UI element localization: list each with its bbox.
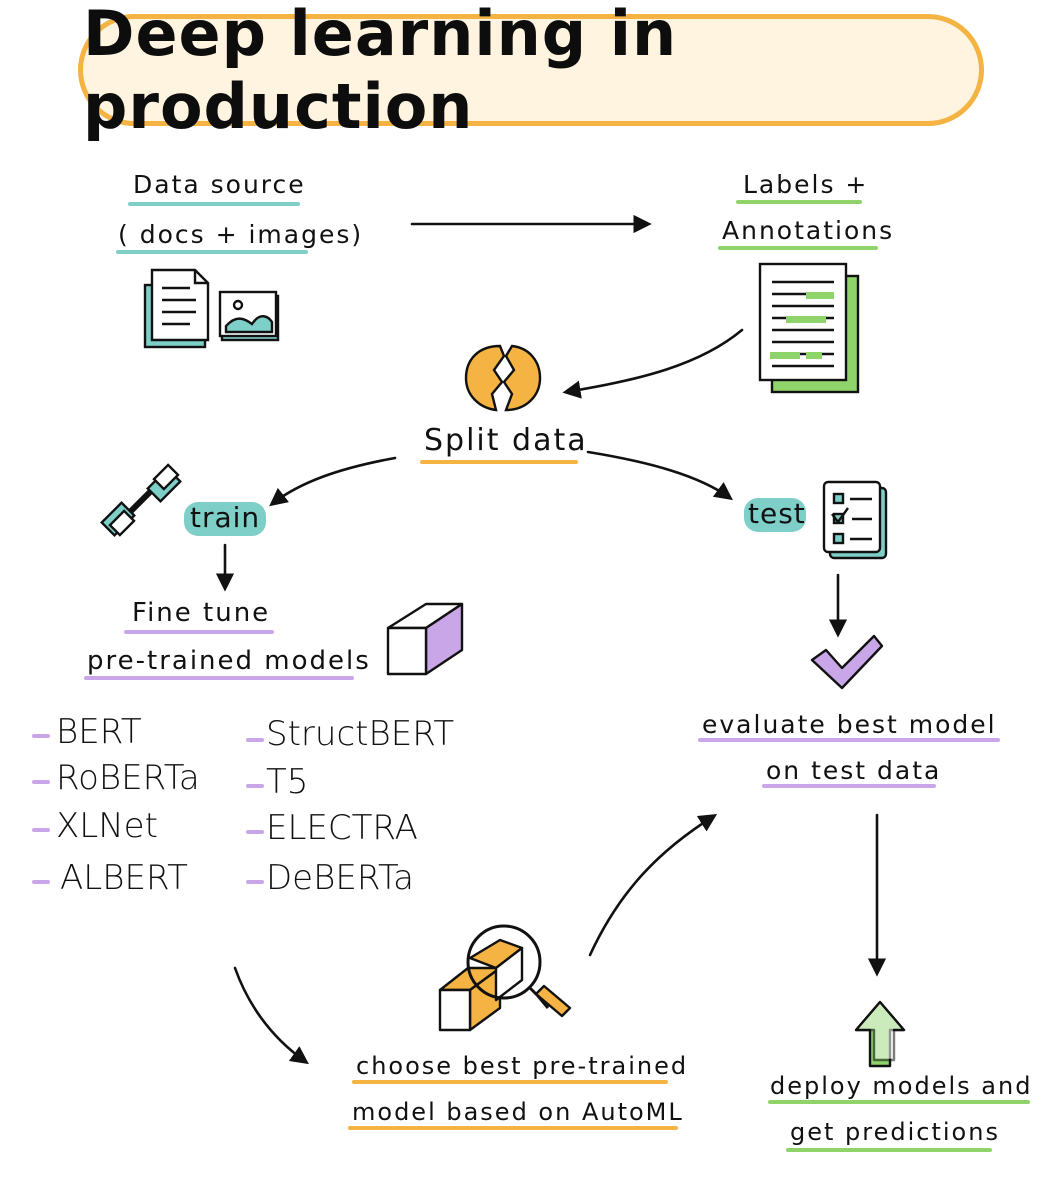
list-item: RoBERTa: [56, 758, 200, 798]
choose-sub-underline: [348, 1126, 678, 1130]
arrow-labels-to-split: [562, 328, 744, 399]
bullet: [246, 784, 264, 788]
bullet: [246, 830, 264, 834]
choose-sub-label: model based on AutoML: [352, 1098, 684, 1126]
arrow-split-to-train: [269, 456, 397, 507]
page-title: Deep learning in production: [83, 0, 678, 143]
arrow-models-to-choose: [233, 966, 309, 1065]
title-banner: Deep learning in production: [78, 0, 984, 143]
labels-underline: [736, 200, 862, 204]
evaluate-sub-label: on test data: [766, 756, 942, 785]
annotations-underline: [718, 246, 878, 250]
fine-tune-underline: [124, 630, 274, 634]
evaluate-label: evaluate best model: [702, 710, 997, 739]
checklist-icon: [822, 480, 888, 560]
deploy-sub-underline: [786, 1148, 992, 1152]
annotated-document-icon: [758, 262, 860, 394]
image-icon: [218, 290, 280, 342]
checkmark-icon: [810, 634, 884, 690]
bullet: [32, 880, 50, 884]
list-item: BERT: [56, 712, 142, 752]
list-item: T5: [266, 762, 309, 802]
pretrained-models-label: pre-trained models: [87, 646, 371, 676]
train-label: train: [190, 501, 261, 534]
data-source-sub-underline: [116, 250, 308, 254]
evaluate-sub-underline: [762, 784, 936, 788]
choose-underline: [352, 1080, 668, 1084]
fine-tune-label: Fine tune: [132, 598, 271, 628]
deploy-sub-label: get predictions: [790, 1118, 1000, 1146]
list-item: XLNet: [56, 806, 158, 846]
bullet: [246, 738, 264, 742]
deploy-label: deploy models and: [770, 1072, 1033, 1100]
list-item: ALBERT: [60, 858, 188, 898]
up-arrow-icon: [854, 1000, 906, 1068]
deploy-underline: [768, 1100, 1030, 1104]
arrow-split-to-test: [586, 450, 733, 501]
train-highlight: [184, 502, 266, 536]
data-source-underline: [128, 202, 300, 206]
bullet: [32, 734, 50, 738]
bullet: [32, 828, 50, 832]
dumbbell-icon: [100, 463, 182, 537]
split-data-underline: [420, 460, 578, 464]
data-source-label: Data source: [133, 170, 306, 199]
split-data-label: Split data: [424, 423, 588, 458]
test-highlight: [744, 498, 806, 532]
arrows: [215, 214, 887, 1065]
list-item: ELECTRA: [266, 808, 418, 848]
data-source-sub-label: ( docs + images): [118, 220, 364, 249]
test-label: test: [748, 497, 806, 530]
bullet: [32, 780, 50, 784]
split-circle-icon: [464, 344, 542, 412]
annotations-label: Annotations: [722, 216, 895, 245]
magnifier-cube-icon: [438, 924, 572, 1032]
document-icon: [143, 268, 210, 349]
arrow-choose-to-evaluate: [588, 814, 718, 957]
labels-label: Labels +: [743, 170, 869, 199]
pretrained-models-underline: [84, 676, 354, 680]
choose-label: choose best pre-trained: [356, 1052, 689, 1080]
bullet: [246, 880, 264, 884]
cube-icon: [386, 602, 464, 676]
list-item: StructBERT: [266, 714, 455, 754]
evaluate-underline: [698, 738, 1000, 742]
list-item: DeBERTa: [266, 858, 414, 898]
